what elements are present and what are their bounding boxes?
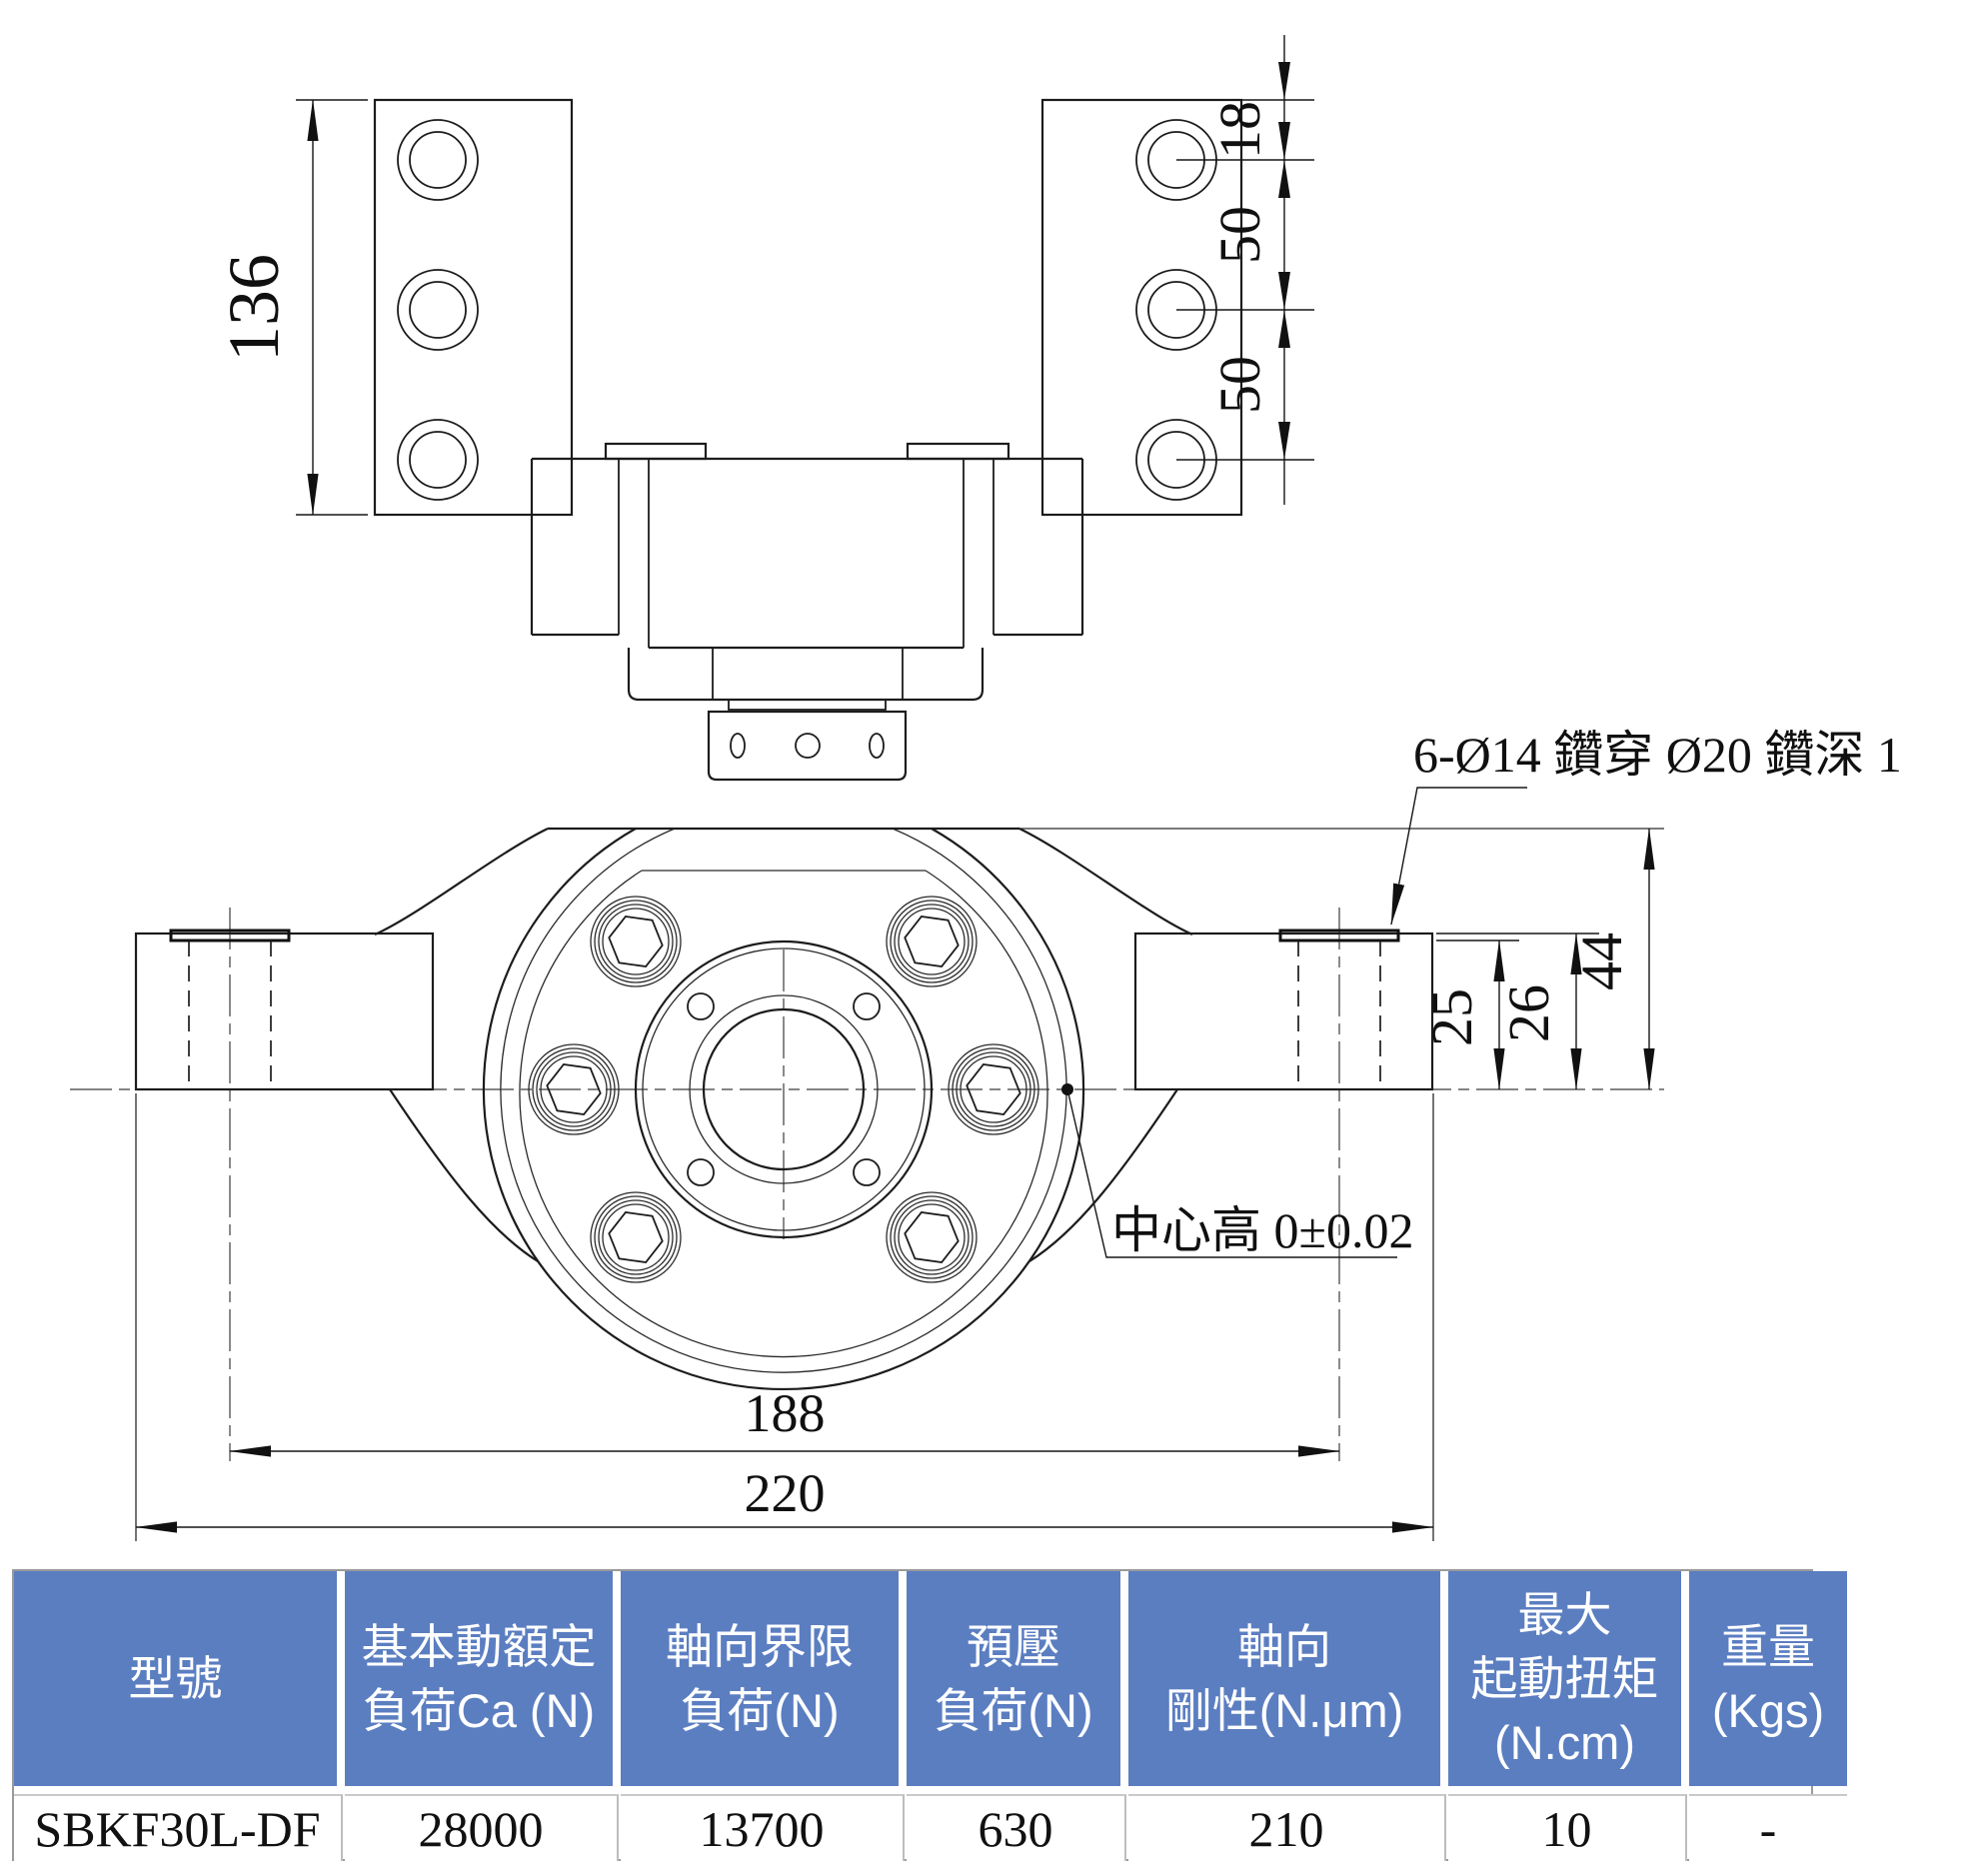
spacer-band [728,699,887,711]
col-header-weight: 重量(Kgs) [1689,1571,1847,1786]
col-header-model: 型號 [14,1571,337,1786]
cell-weight: - [1689,1794,1847,1861]
col-header-axial-rigidity: 軸向剛性(N.μm) [1128,1571,1440,1786]
mount-hole [397,419,479,501]
cap-slot [730,733,746,759]
dim-label-25: 25 [1419,988,1484,1046]
cell-model: SBKF30L-DF [14,1794,343,1861]
shaft-bore [702,1007,866,1171]
mount-hole [397,119,479,201]
dim-label-26: 26 [1496,984,1561,1042]
dim-136: 136 [214,99,368,516]
end-cap [707,710,908,782]
hole-spec-text: 6-Ø14 鑽穿 Ø20 鑽深 1 [1413,727,1902,783]
spec-table: 型號 基本動額定負荷Ca (N) 軸向界限負荷(N) 預壓負荷(N) 軸向剛性(… [12,1569,1847,1861]
cell-axial-rigidity: 210 [1128,1794,1446,1861]
dim-label-18: 18 [1207,101,1272,159]
cap-slot [869,733,885,759]
relief-hole [853,1158,881,1186]
col-header-dynamic-load: 基本動額定負荷Ca (N) [345,1571,613,1786]
dim-label-188: 188 [745,1383,826,1443]
face-circle [519,870,1048,1358]
left-spotface [169,929,291,942]
boss-circle-outer [634,939,934,1239]
top-view: 136 18 50 50 [214,35,1314,782]
col-header-starting-torque: 最大起動扭矩(N.cm) [1448,1571,1681,1786]
dim-label-44: 44 [1569,933,1634,990]
hole-spec-annotation: 6-Ø14 鑽穿 Ø20 鑽深 1 [1390,727,1902,926]
lock-collar [627,648,985,702]
relief-hole [687,1158,715,1186]
dim-188-220: 188 220 [135,1093,1434,1541]
right-shoulder-curve [1018,828,1193,937]
right-lower-curve [1028,1088,1178,1262]
cell-dynamic-load: 28000 [345,1794,619,1861]
center-height-text: 中心高 0±0.02 [1111,1202,1413,1258]
cap-hole [795,733,821,759]
cell-preload: 630 [907,1794,1126,1861]
bore-ring [689,994,879,1184]
col-header-preload: 預壓負荷(N) [907,1571,1120,1786]
outer-silhouette-circle [482,828,1085,1391]
right-mount-plate [1040,98,1243,517]
dim-label-136: 136 [214,254,294,362]
socket-bolt [590,896,682,987]
socket-bolt [886,1191,978,1283]
left-mount-plate [373,98,574,517]
mount-hole [397,269,479,351]
right-wing [1133,932,1434,1091]
dim-chain-18-50-50: 18 50 50 [1176,35,1314,505]
col-header-axial-limit-load: 軸向界限負荷(N) [621,1571,899,1786]
front-view: 6-Ø14 鑽穿 Ø20 鑽深 1 中心高 0±0.02 25 26 44 18… [70,727,1902,1541]
dim-label-50a: 50 [1207,206,1272,264]
left-shoulder-curve [374,828,549,937]
left-lower-curve [389,1088,539,1262]
dim-label-220: 220 [745,1463,826,1523]
dim-label-50b: 50 [1207,356,1272,414]
center-height-annotation: 中心高 0±0.02 [1061,1083,1413,1258]
left-wing [134,932,435,1091]
socket-bolt [886,896,978,987]
housing-body [530,442,1084,782]
socket-bolt [590,1191,682,1283]
cell-axial-limit-load: 13700 [621,1794,905,1861]
cell-starting-torque: 10 [1448,1794,1687,1861]
rim-circle [500,828,1067,1373]
dim-44-26-25: 25 26 44 [1419,828,1655,1090]
boss-circle-inner [642,947,926,1231]
right-spotface [1278,929,1400,942]
relief-hole [687,992,715,1020]
relief-hole [853,992,881,1020]
